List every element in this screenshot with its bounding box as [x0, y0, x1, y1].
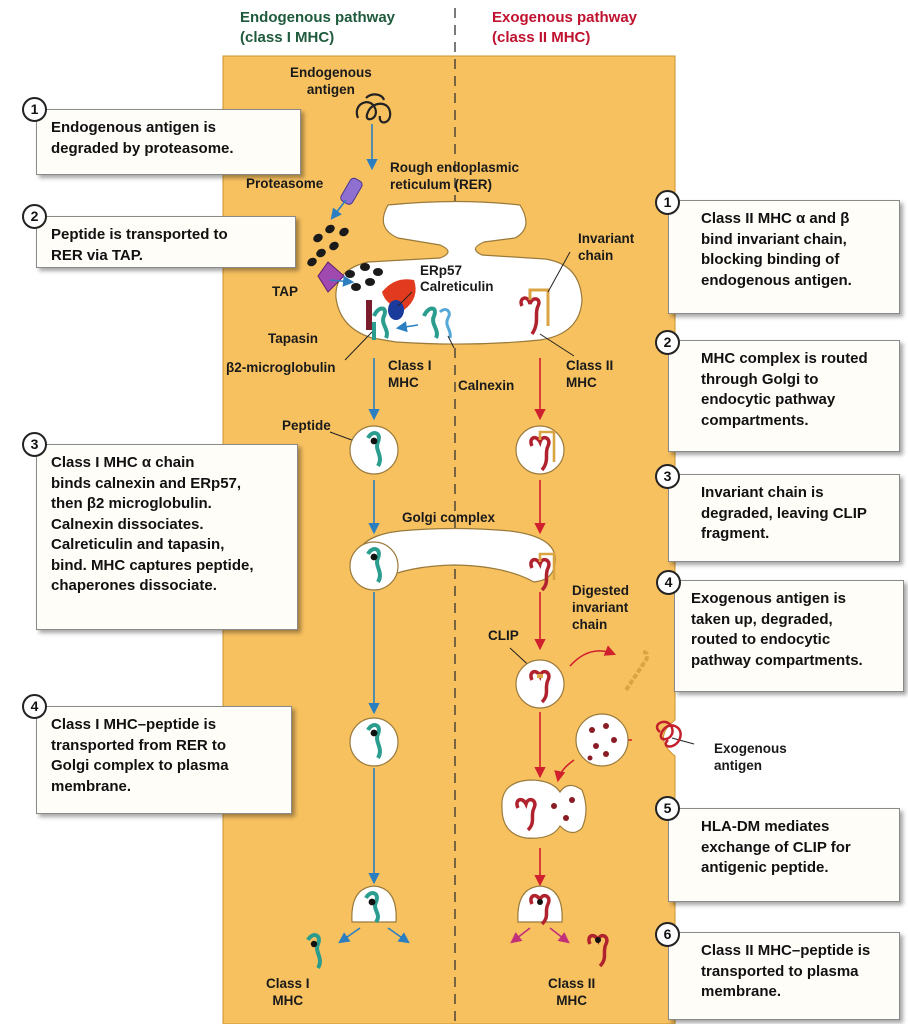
exogenous-antigen-label: Exogenous antigen: [714, 741, 787, 773]
endo-step-2-number: 2: [22, 204, 47, 229]
exo-step-6-number: 6: [655, 922, 680, 947]
endo-step-1-number: 1: [22, 97, 47, 122]
peptide-fragments: [307, 224, 349, 267]
exo-step-6-box: Class II MHC–peptide is transported to p…: [668, 932, 900, 1020]
peptide-label: Peptide: [282, 418, 331, 433]
calnexin: [438, 308, 452, 339]
exogenous-flow-arrows: [534, 358, 632, 887]
proteasome-label: Proteasome: [246, 176, 324, 191]
class2-exocytosis-vesicle: [517, 885, 563, 926]
class1-exocytosis-vesicle: [351, 885, 397, 924]
exo-step-1-number: 1: [655, 190, 680, 215]
class1-vesicle-1: [349, 425, 399, 475]
erp57-chaperone: [382, 279, 416, 310]
exogenous-pathway-header: Exogenous pathway (class II MHC): [492, 9, 638, 46]
endo-step-3-box: Class I MHC α chain binds calnexin and E…: [36, 444, 298, 630]
class1-surface-mhc-label: Class I MHC: [266, 976, 310, 1008]
endo-step-1-box: Endogenous antigen is degraded by protea…: [36, 109, 301, 175]
clip-label: CLIP: [488, 628, 519, 643]
b2-microglobulin-label: β2-microglobulin: [226, 360, 336, 375]
antigen-degradation-vesicle: [575, 713, 629, 767]
exo-step-3-number: 3: [655, 464, 680, 489]
exo-step-2-number: 2: [655, 330, 680, 355]
endo-step-2-box: Peptide is transported to RER via TAP.: [36, 216, 296, 268]
golgi-label: Golgi complex: [402, 510, 496, 525]
class1-surface-mhc-icon: [306, 933, 322, 970]
exogenous-antigen-icon: [655, 720, 682, 748]
class2-golgi-mhc: [529, 552, 556, 592]
exo-step-3-box: Invariant chain is degraded, leaving CLI…: [668, 474, 900, 562]
exo-step-2-box: MHC complex is routed through Golgi to e…: [668, 340, 900, 452]
tap-label: TAP: [272, 284, 298, 299]
tapasin-label: Tapasin: [268, 331, 319, 346]
endo-step-4-number: 4: [22, 694, 47, 719]
endogenous-antigen-icon: [355, 93, 392, 124]
class1-vesicle-3: [349, 717, 399, 767]
endogenous-antigen-label: Endogenous antigen: [290, 65, 372, 97]
class2-surface-mhc-icon: [587, 933, 609, 968]
class1-vesicle-2: [349, 541, 399, 591]
class2-surface-mhc-label: Class II MHC: [548, 976, 596, 1008]
exo-step-5-box: HLA-DM mediates exchange of CLIP for ant…: [668, 808, 900, 902]
calreticulin-chaperone: [388, 300, 404, 320]
calnexin-label: Calnexin: [458, 378, 515, 393]
tap-transporter: [317, 261, 345, 293]
invariant-chain-label: Invariant chain: [578, 231, 635, 263]
endogenous-flow-arrows: [329, 124, 419, 944]
erp57-label: ERp57: [420, 263, 463, 278]
class1-mhc-rer-icon: [372, 306, 389, 340]
exo-step-4-number: 4: [656, 570, 681, 595]
exo-step-4-box: Exogenous antigen is taken up, degraded,…: [674, 580, 904, 692]
class1-mhc-rer-label: Class I MHC: [388, 358, 432, 390]
class2-mhc-rer-icon: [519, 288, 550, 335]
endogenous-pathway-header: Endogenous pathway (class I MHC): [240, 9, 396, 46]
digested-invariant-chain-icon: [624, 650, 650, 692]
hla-dm-exchange-vesicle: [501, 779, 587, 839]
exo-step-1-box: Class II MHC α and β bind invariant chai…: [668, 200, 900, 314]
class2-mhc-rer-label: Class II MHC: [566, 358, 614, 390]
tapasin: [366, 300, 372, 330]
calreticulin-label: Calreticulin: [420, 279, 494, 294]
class2-vesicle-1: [515, 425, 565, 475]
class1-mhc-calnexin-icon: [422, 306, 439, 339]
endo-step-3-number: 3: [22, 432, 47, 457]
class2-vesicle-clip: [515, 659, 565, 709]
digested-invariant-chain-label: Digested invariant chain: [572, 583, 630, 632]
endo-step-4-box: Class I MHC–peptide is transported from …: [36, 706, 292, 814]
rer-label: Rough endoplasmic reticulum (RER): [390, 160, 520, 192]
exo-step-5-number: 5: [655, 796, 680, 821]
